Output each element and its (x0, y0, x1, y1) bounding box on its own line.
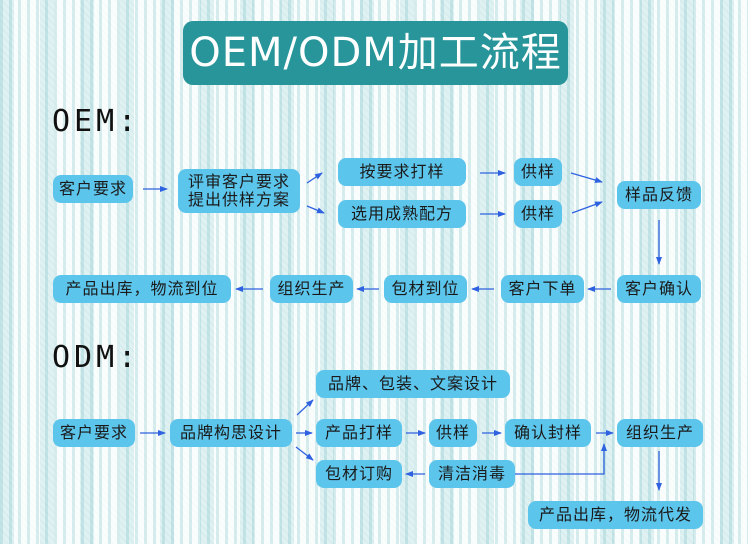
odm-section-label: ODM: (52, 340, 141, 375)
oem-node-review-proposal: 评审客户要求 提出供样方案 (178, 169, 300, 213)
odm-node-warehouse-logistics: 产品出库，物流代发 (528, 501, 703, 529)
odm-node-packaging-order: 包材订购 (316, 460, 402, 488)
oem-node-sample-by-request: 按要求打样 (338, 158, 466, 186)
arrow-odm-clean-to-production (515, 443, 607, 475)
oem-node-warehouse-logistics: 产品出库，物流到位 (53, 275, 231, 303)
page-title: OEM/ODM加工流程 (183, 21, 568, 85)
oem-node-customer-order: 客户下单 (501, 275, 584, 303)
odm-node-clean-disinfect: 清洁消毒 (429, 460, 515, 488)
oem-section-label: OEM: (52, 104, 141, 139)
odm-node-brand-design: 品牌构思设计 (170, 419, 292, 447)
arrow-oem-supply1-to-feedback (570, 172, 603, 183)
oem-review-line1: 评审客户要求 (187, 172, 290, 191)
oem-node-packaging-ready: 包材到位 (384, 275, 467, 303)
oem-node-choose-formula: 选用成熟配方 (338, 200, 466, 228)
oem-node-customer-request: 客户要求 (53, 175, 133, 203)
oem-node-customer-confirm: 客户确认 (617, 275, 701, 303)
arrow-odm-design-to-brandpack (296, 399, 314, 416)
oem-node-sample-feedback: 样品反馈 (617, 181, 701, 209)
arrow-oem-review-to-sample (306, 172, 323, 184)
odm-node-customer-request: 客户要求 (53, 419, 135, 447)
oem-review-line2: 提出供样方案 (187, 190, 290, 209)
oem-node-supply-sample-1: 供样 (514, 158, 562, 186)
arrow-oem-supply2-to-feedback (571, 201, 603, 214)
odm-node-supply-sample: 供样 (429, 419, 477, 447)
odm-node-brand-package-copy: 品牌、包装、文案设计 (316, 370, 510, 398)
odm-node-organize-production: 组织生产 (617, 419, 703, 447)
oem-node-supply-sample-2: 供样 (514, 200, 562, 228)
odm-node-confirm-seal-sample: 确认封样 (505, 419, 591, 447)
arrow-odm-design-to-packaging (295, 446, 314, 461)
oem-node-organize-production: 组织生产 (270, 275, 353, 303)
arrow-oem-review-to-formula (306, 205, 325, 214)
odm-node-product-sampling: 产品打样 (316, 419, 402, 447)
